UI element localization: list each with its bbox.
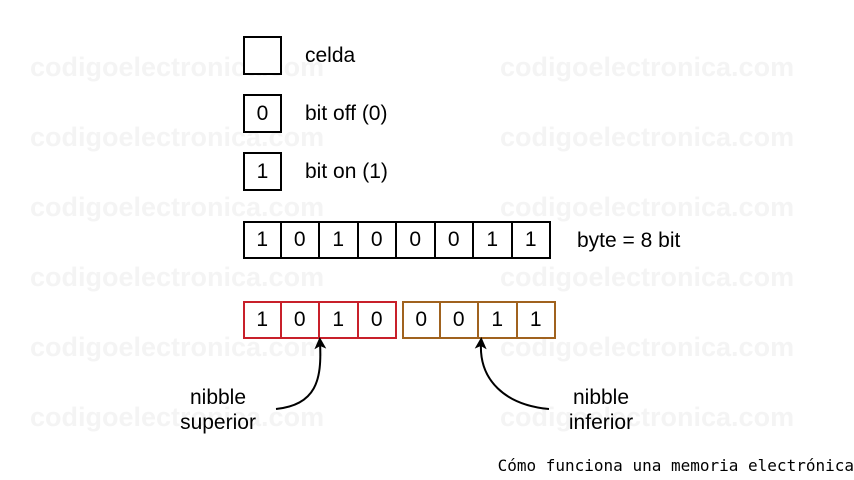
watermark-text: codigoelectronica.com	[500, 122, 795, 152]
upper-nibble-arrow	[275, 337, 327, 410]
legend-bit-on-label: bit on (1)	[305, 160, 388, 183]
footer-caption: Cómo funciona una memoria electrónica	[497, 456, 854, 475]
upper-nibble-row: 1 0 1 0	[243, 301, 397, 339]
upper-nibble-label-line2: superior	[180, 411, 256, 434]
lower-nibble-bit-cell: 0	[440, 301, 479, 339]
watermark-text: codigoelectronica.com	[500, 192, 795, 222]
lower-nibble-bit-cell: 1	[517, 301, 556, 339]
byte-bit-cell: 0	[435, 221, 474, 259]
byte-bit-cell: 1	[474, 221, 513, 259]
lower-nibble-label: nibble inferior	[551, 385, 651, 435]
legend-cell-label: celda	[305, 44, 356, 67]
watermark-text: codigoelectronica.com	[30, 402, 325, 432]
upper-nibble-label-line1: nibble	[189, 386, 247, 409]
watermark-text: codigoelectronica.com	[500, 52, 795, 82]
byte-bit-cell: 1	[512, 221, 551, 259]
byte-label: byte = 8 bit	[577, 229, 681, 252]
watermark-text: codigoelectronica.com	[500, 262, 795, 292]
lower-nibble-label-line2: inferior	[568, 411, 634, 434]
watermark-text: codigoelectronica.com	[30, 262, 325, 292]
legend-bit-off-label: bit off (0)	[305, 102, 388, 125]
upper-nibble-bit-cell: 0	[281, 301, 320, 339]
byte-row: 1 0 1 0 0 0 1 1	[243, 221, 551, 259]
lower-nibble-row: 0 0 1 1	[402, 301, 556, 339]
byte-bit-cell: 0	[358, 221, 397, 259]
upper-nibble-bit-cell: 1	[320, 301, 359, 339]
lower-nibble-label-line1: nibble	[572, 386, 630, 409]
lower-nibble-bit-cell: 1	[479, 301, 518, 339]
watermark-text: codigoelectronica.com	[30, 192, 325, 222]
byte-bit-cell: 0	[281, 221, 320, 259]
legend-bit-off-cell: 0	[243, 94, 282, 133]
byte-bit-cell: 1	[320, 221, 359, 259]
lower-nibble-bit-cell: 0	[402, 301, 441, 339]
byte-bit-cell: 0	[397, 221, 436, 259]
legend-empty-cell	[243, 36, 282, 75]
upper-nibble-bit-cell: 0	[358, 301, 397, 339]
watermark-text: codigoelectronica.com	[500, 402, 795, 432]
legend-bit-on-cell: 1	[243, 152, 282, 191]
upper-nibble-label: nibble superior	[168, 385, 268, 435]
upper-nibble-bit-cell: 1	[243, 301, 282, 339]
lower-nibble-arrow	[474, 337, 550, 410]
byte-bit-cell: 1	[243, 221, 282, 259]
